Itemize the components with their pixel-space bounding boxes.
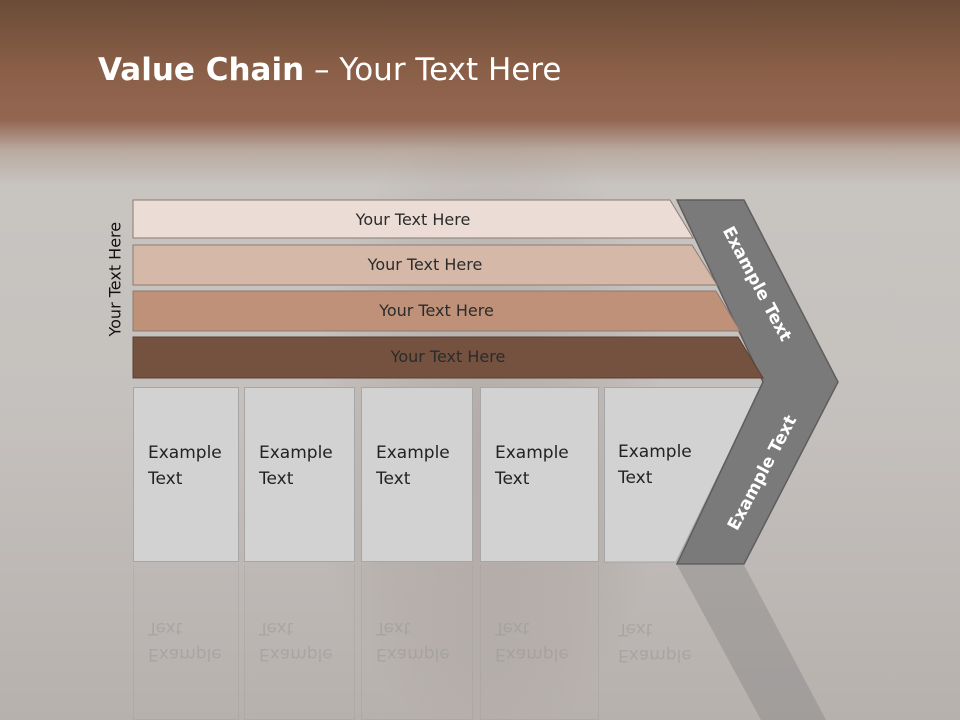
box-4[interactable]: Example Text <box>480 387 599 562</box>
row-2[interactable]: Your Text Here <box>132 244 718 286</box>
box-2[interactable]: Example Text <box>244 387 355 562</box>
box-3[interactable]: Example Text <box>361 387 473 562</box>
row-3[interactable]: Your Text Here <box>132 290 741 332</box>
box-1[interactable]: Example Text <box>133 387 239 562</box>
box-2-line1: Example <box>259 443 333 463</box>
row-3-shape <box>132 290 741 332</box>
row-4-shape <box>132 336 764 379</box>
chevron-shape[interactable] <box>676 199 846 565</box>
row-3-label: Your Text Here <box>379 300 494 320</box>
row-4-label: Your Text Here <box>390 346 506 366</box>
box-3-line2: Text <box>376 469 411 489</box>
row-1-shape <box>132 199 694 239</box>
box-2-line2: Text <box>259 469 294 489</box>
row-2-shape <box>132 244 718 286</box>
box-1-line2: Text <box>148 469 183 489</box>
box-5-line2: Text <box>618 468 653 488</box>
box-5-shape <box>604 387 762 563</box>
box-1-line1: Example <box>148 443 222 463</box>
box-4-line1: Example <box>495 443 569 463</box>
box-3-line1: Example <box>376 443 450 463</box>
row-1[interactable]: Your Text Here <box>132 199 694 239</box>
row-1-label: Your Text Here <box>355 209 471 229</box>
chevron-reflection <box>677 565 826 720</box>
side-label[interactable]: Your Text Here <box>105 221 125 337</box>
box-5[interactable]: Example Text <box>604 387 724 562</box>
title-rest: – Your Text Here <box>304 52 562 88</box>
row-2-label: Your Text Here <box>367 254 483 274</box>
row-4[interactable]: Your Text Here <box>132 336 764 379</box>
slide-title[interactable]: Value Chain – Your Text Here <box>98 52 561 88</box>
box-4-line2: Text <box>495 469 530 489</box>
box-5-line1: Example <box>618 442 692 462</box>
title-bold: Value Chain <box>98 52 305 88</box>
